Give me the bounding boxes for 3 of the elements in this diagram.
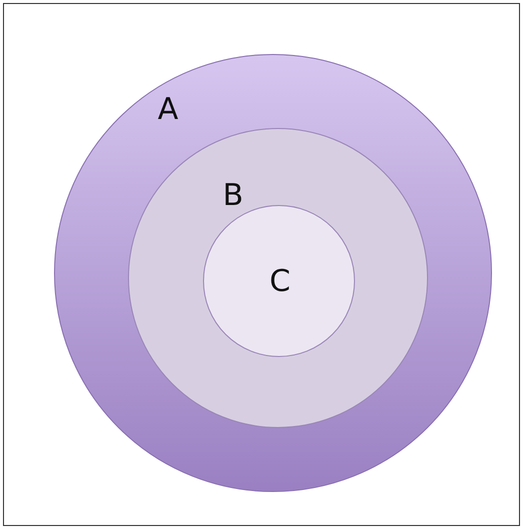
circle-label: A [158, 95, 178, 125]
circle-label: B [222, 181, 244, 211]
circle-label: C [270, 267, 290, 297]
